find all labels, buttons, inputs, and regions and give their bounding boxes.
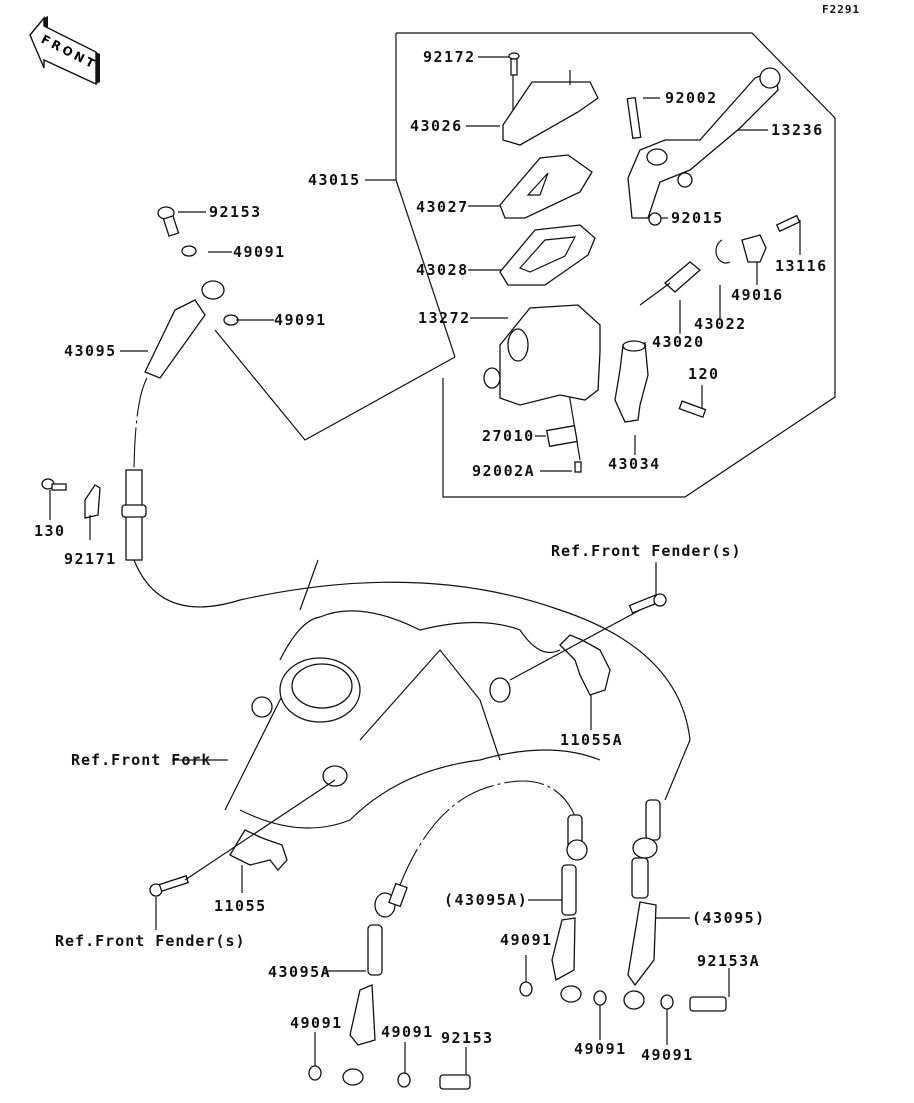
part-label-49091-c[interactable]: 49091 bbox=[500, 931, 553, 949]
hose-43095-icon bbox=[144, 299, 206, 379]
part-label-49091-g[interactable]: 49091 bbox=[641, 1046, 694, 1064]
part-label-92015[interactable]: 92015 bbox=[671, 209, 724, 227]
part-label-43026[interactable]: 43026 bbox=[410, 117, 463, 135]
part-label-43015[interactable]: 43015 bbox=[308, 171, 361, 189]
part-label-13272[interactable]: 13272 bbox=[418, 309, 471, 327]
part-label-49091-a[interactable]: 49091 bbox=[233, 243, 286, 261]
part-label-43028[interactable]: 43028 bbox=[416, 261, 469, 279]
part-label-92171[interactable]: 92171 bbox=[64, 550, 117, 568]
part-label-49091-b[interactable]: 49091 bbox=[274, 311, 327, 329]
part-label-92002A[interactable]: 92002A bbox=[472, 462, 536, 480]
part-label-43095A[interactable]: 43095A bbox=[268, 963, 332, 981]
part-label-49091-e[interactable]: 49091 bbox=[381, 1023, 434, 1041]
brake-switch-icon bbox=[546, 424, 578, 448]
part-label-43020[interactable]: 43020 bbox=[652, 333, 705, 351]
figure-code: F2291 bbox=[822, 3, 861, 16]
part-label-43095A-paren[interactable]: (43095A) bbox=[444, 891, 529, 909]
part-label-49016[interactable]: 49016 bbox=[731, 286, 784, 304]
part-label-43095[interactable]: 43095 bbox=[64, 342, 117, 360]
clamp-holder-icon bbox=[614, 342, 649, 423]
part-label-43034[interactable]: 43034 bbox=[608, 455, 661, 473]
assembly-outline bbox=[396, 32, 836, 498]
master-cylinder-body-icon bbox=[499, 304, 601, 406]
reservoir-cap-icon bbox=[502, 81, 599, 146]
front-arrow-icon bbox=[29, 16, 100, 86]
banjo-bolt-92153A-icon bbox=[689, 996, 727, 1012]
part-label-130[interactable]: 130 bbox=[34, 522, 66, 540]
brake-lever-icon bbox=[627, 69, 779, 219]
dust-boot-icon bbox=[741, 234, 767, 263]
part-label-49091-d[interactable]: 49091 bbox=[290, 1014, 343, 1032]
part-label-13116[interactable]: 13116 bbox=[775, 257, 828, 275]
ref-front-fender-bottom[interactable]: Ref.Front Fender(s) bbox=[55, 932, 246, 950]
hose-43095A-icon bbox=[367, 924, 383, 976]
front-fork-outline bbox=[224, 559, 601, 829]
banjo-bolt-92153-bottom-icon bbox=[439, 1074, 471, 1090]
part-label-49091-f[interactable]: 49091 bbox=[574, 1040, 627, 1058]
part-label-92172[interactable]: 92172 bbox=[423, 48, 476, 66]
hose-clamp-11055-icon bbox=[229, 829, 288, 872]
part-label-92153A[interactable]: 92153A bbox=[697, 952, 761, 970]
part-label-13236[interactable]: 13236 bbox=[771, 121, 824, 139]
diaphragm-icon bbox=[499, 224, 596, 286]
piston-icon bbox=[664, 261, 702, 293]
part-label-11055A[interactable]: 11055A bbox=[560, 731, 624, 749]
screw-92172-icon bbox=[508, 52, 520, 76]
hose-clamp-11055A-icon bbox=[559, 634, 611, 696]
banjo-bolt-92153-icon bbox=[157, 206, 180, 237]
part-label-11055[interactable]: 11055 bbox=[214, 897, 267, 915]
part-label-92002[interactable]: 92002 bbox=[665, 89, 718, 107]
part-label-43095-paren[interactable]: (43095) bbox=[692, 909, 766, 927]
part-label-27010[interactable]: 27010 bbox=[482, 427, 535, 445]
ref-front-fender-top[interactable]: Ref.Front Fender(s) bbox=[551, 542, 742, 560]
diaphragm-plate-icon bbox=[499, 154, 593, 219]
part-label-120[interactable]: 120 bbox=[688, 365, 720, 383]
part-label-92153-bottom[interactable]: 92153 bbox=[441, 1029, 494, 1047]
part-label-43022[interactable]: 43022 bbox=[694, 315, 747, 333]
part-label-43027[interactable]: 43027 bbox=[416, 198, 469, 216]
part-label-92153-top[interactable]: 92153 bbox=[209, 203, 262, 221]
ref-front-fork[interactable]: Ref.Front Fork bbox=[71, 751, 212, 769]
